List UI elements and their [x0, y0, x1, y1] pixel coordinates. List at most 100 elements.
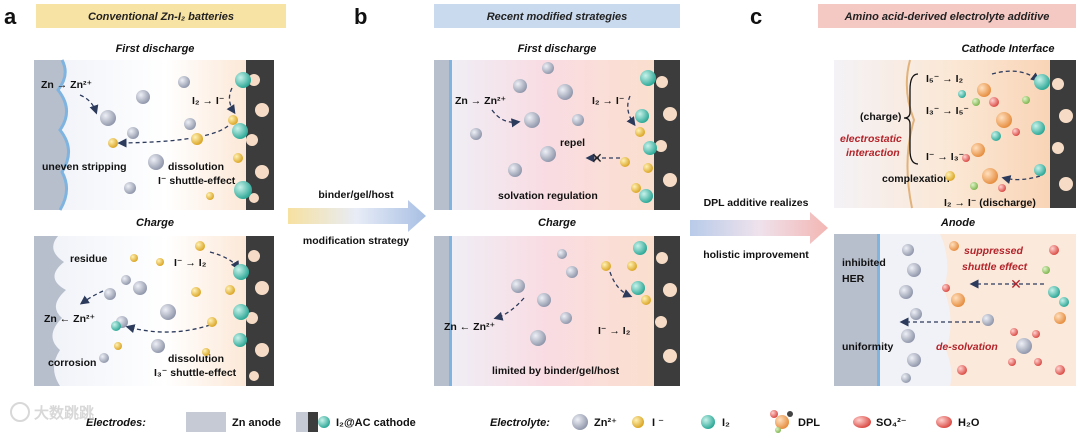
b-top-iodine [635, 70, 657, 203]
arrow-b-to-c: DPL additive realizes holistic improveme… [690, 197, 828, 261]
a-bottom-corrosion: corrosion [48, 357, 96, 369]
arrow-b-to-c-bottom: holistic improvement [703, 249, 809, 261]
b-top-anode-surface [449, 60, 452, 210]
a-bottom-zn-ions [99, 275, 176, 363]
panel-b-title-box [434, 4, 680, 28]
legend-dpl: DPL [798, 417, 820, 429]
a-top-stripping: uneven stripping [42, 161, 127, 173]
b-bottom-iodine [631, 241, 647, 295]
c-bottom-electrolyte-bulk [940, 234, 1076, 386]
b-top-zn-anode [434, 60, 450, 210]
c-top-iodine [958, 74, 1050, 176]
b-bottom-zn-ions [511, 249, 578, 346]
b-top-repel: repel [560, 137, 585, 149]
b-top-arrow-i2 [626, 95, 636, 127]
b-top-repel-cross-icon: ✕ [591, 150, 603, 166]
legend-cathode: I₂@AC cathode [336, 417, 416, 429]
zn-anode-rough [34, 60, 69, 210]
panel-c-top-heading: Cathode Interface [962, 43, 1055, 55]
a-top-shuttle: I⁻ shuttle-effect [158, 175, 236, 187]
c-bottom-suppressed-1: suppressed [964, 245, 1024, 257]
c-top-electrostatic-1: electrostatic [840, 133, 902, 145]
panel-c-bottom-heading: Anode [940, 217, 975, 229]
c-bottom-zn-column [899, 244, 922, 383]
legend-iodine-icon [701, 415, 715, 429]
c-top-arrow-1 [991, 70, 1041, 82]
a-top-arrow-shuttle [117, 125, 229, 148]
c-top-r1: I₅⁻ → I₂ [926, 73, 964, 85]
a-top-zn-reaction: Zn → Zn²⁺ [41, 79, 92, 91]
watermark: 大数跳跳 [10, 402, 94, 422]
c-top-arrow-2 [1001, 175, 1041, 184]
c-bottom-cross-icon: ✕ [1010, 276, 1022, 292]
cathode-carbon-pores [246, 74, 269, 203]
a-top-zn-ions [100, 76, 196, 194]
watermark-text: 大数跳跳 [34, 404, 94, 422]
b-bottom-iodide [601, 261, 651, 305]
a-top-iodide-ions [108, 115, 243, 200]
c-bottom-desolvation: de-solvation [936, 341, 998, 353]
legend-so4-icon [853, 416, 871, 428]
arrow-a-to-b-shape [288, 200, 426, 232]
arrow-a-to-b-bottom: modification strategy [303, 235, 409, 247]
b-bottom-zn-anode [434, 236, 450, 386]
panel-a-top-heading: First discharge [116, 43, 195, 55]
legend-electrolyte-label: Electrolyte: [490, 417, 550, 429]
b-bottom-zn-reaction: Zn ← Zn²⁺ [444, 321, 495, 333]
c-bottom-her: HER [842, 273, 865, 285]
legend-i2: I₂ [722, 417, 730, 429]
legend-dpl-icon [770, 410, 793, 433]
b-top-zn-ions [470, 62, 584, 177]
legend-zn-ion-icon [572, 414, 588, 430]
c-bottom-uniformity: uniformity [842, 341, 893, 353]
c-top-discharge: I₂ → I⁻ (discharge) [944, 197, 1036, 209]
panel-b: b Recent modified strategies First disch… [354, 4, 680, 386]
arrow-b-to-c-top: DPL additive realizes [704, 197, 809, 209]
legend: Electrodes: Zn anode I₂@AC cathode Elect… [86, 410, 980, 433]
c-bottom-dpl-complexes [942, 241, 1066, 375]
a-top-i2-reaction: I₂ → I⁻ [192, 95, 224, 107]
b-bottom-cathode-pores [655, 252, 677, 363]
b-bottom-arrow-i [609, 271, 633, 298]
watermark-logo-icon [10, 402, 30, 422]
legend-cathode-swatch-a [296, 412, 308, 432]
a-top-dissolution: dissolution [168, 161, 224, 173]
panel-c-title: Amino acid-derived electrolyte additive [844, 11, 1050, 23]
a-top-arrow-i2 [226, 87, 236, 115]
c-top-r2: I₃⁻ → I₅⁻ [926, 105, 969, 117]
legend-cathode-iodine-icon [318, 416, 330, 428]
panel-b-bottom-electrolyte [434, 236, 680, 386]
b-bottom-arrow-zn [493, 297, 525, 321]
a-bottom-shuttle: I₃⁻ shuttle-effect [154, 367, 237, 379]
legend-zn-anode: Zn anode [232, 417, 281, 429]
legend-zn2: Zn²⁺ [594, 417, 617, 429]
arrow-a-to-b: binder/gel/host modification strategy [288, 189, 426, 247]
a-bottom-residue: residue [70, 253, 108, 265]
a-bottom-zn-reaction: Zn ← Zn²⁺ [44, 313, 95, 325]
c-top-electrostatic-2: interaction [846, 147, 900, 159]
panel-a: a Conventional Zn-I₂ batteries First dis… [4, 4, 286, 386]
zn-anode-residue [34, 236, 66, 386]
panel-c-title-box [818, 4, 1076, 28]
a-bottom-dissolution: dissolution [168, 353, 224, 365]
panel-letter-b: b [354, 4, 367, 29]
c-bottom-anode-surface [877, 234, 880, 386]
legend-cathode-swatch-b [308, 412, 318, 432]
a-bottom-iodide-ions [114, 241, 235, 356]
b-bottom-i-reaction: I⁻ → I₂ [598, 325, 631, 337]
legend-zn-anode-swatch [186, 412, 226, 432]
c-top-r3: I⁻ → I₃⁻ [926, 151, 964, 163]
c-top-charge: (charge) [860, 111, 901, 123]
legend-h2o: H₂O [958, 417, 980, 429]
legend-h2o-icon [936, 416, 952, 428]
panel-a-bottom-heading: Charge [136, 217, 174, 229]
arrow-a-to-b-top: binder/gel/host [318, 189, 394, 201]
b-bottom-anode-surface [449, 236, 452, 386]
arrow-b-to-c-shape [690, 212, 828, 244]
c-top-cathode-pores [1052, 78, 1073, 191]
b-top-arrow-zn [491, 109, 521, 128]
panel-a-title-box [36, 4, 286, 28]
b-top-zn-reaction: Zn → Zn²⁺ [455, 95, 506, 107]
